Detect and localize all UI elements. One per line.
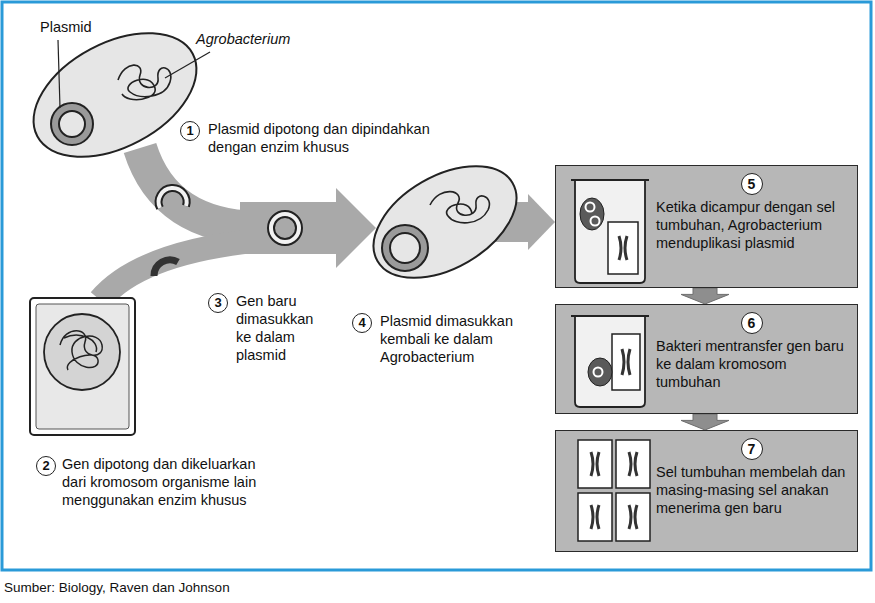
agrobacterium-cell-2-part	[430, 192, 489, 223]
donor-cell-part	[30, 298, 135, 435]
agrobacterium-cell-part	[55, 107, 89, 141]
beaker-6	[571, 316, 649, 407]
dividing-cells	[578, 440, 650, 541]
donor-cell-part	[44, 314, 120, 390]
beaker-5-part	[591, 217, 600, 226]
dividing-cells-part	[591, 452, 637, 529]
box-backgrounds	[555, 165, 858, 552]
beaker-6-part	[575, 316, 645, 407]
recombinant-plasmid-part	[271, 214, 299, 242]
beaker-6-part	[594, 368, 603, 377]
gene-fragment	[154, 260, 178, 276]
agrobacterium-cell-2-part	[386, 229, 424, 267]
frame-part	[2, 2, 871, 570]
cut-plasmid	[159, 188, 187, 208]
step-text: Sel tumbuhan membelah dan masing-masing …	[656, 463, 847, 517]
dividing-cells-part	[616, 440, 650, 488]
dividing-cells-part	[578, 440, 612, 488]
agrobacterium-cell-2	[354, 143, 535, 301]
flow-arrow	[681, 414, 729, 430]
donor-cell-part	[36, 304, 129, 429]
leader-lines	[58, 40, 210, 108]
gene-fragment-part	[154, 260, 178, 276]
beaker-5-part	[575, 180, 645, 283]
donor-cell-part	[60, 331, 102, 370]
beaker-5-part	[586, 203, 595, 212]
agrobacterium-cell-part	[118, 65, 171, 100]
frame	[2, 2, 871, 570]
flow-arrows-part	[528, 194, 555, 250]
step-box: 7Sel tumbuhan membelah dan masing-masing…	[555, 430, 858, 552]
agrobacterium-cell-2-part	[354, 143, 535, 301]
beaker-6-part	[612, 334, 640, 390]
step-text: Ketika dicampur dengan sel tumbuhan, Agr…	[656, 198, 847, 252]
recombinant-plasmid-part	[271, 214, 299, 242]
leader-lines-part	[58, 40, 60, 108]
beaker-6-part	[588, 358, 612, 386]
box-backgrounds-part	[555, 430, 858, 552]
cut-plasmid-part	[159, 188, 187, 208]
step-text: Gen baru dimasukkan ke dalam plasmid	[236, 292, 331, 365]
dividing-cells-part	[578, 493, 612, 541]
agrobacterium-cell	[13, 8, 217, 182]
step-text: Gen dipotong dan dikeluarkan dari kromos…	[62, 455, 282, 509]
cut-plasmid-part	[159, 188, 187, 208]
agrobacterium-cell-part	[13, 8, 217, 182]
agrobacterium-cell-part	[55, 107, 89, 141]
donor-cell	[30, 298, 135, 435]
flow-arrow	[681, 288, 729, 304]
beaker-6-part	[622, 349, 630, 375]
beaker-6-part	[571, 315, 649, 317]
leader-lines-part	[165, 52, 210, 78]
beaker-5-part	[608, 222, 638, 274]
part-label: Plasmid	[40, 18, 92, 36]
flow-arrows-part	[100, 240, 262, 300]
step-text: Plasmid dipotong dan dipindahkan dengan …	[208, 120, 448, 156]
callout-number: 7	[741, 438, 763, 460]
flow-arrows-part	[240, 202, 338, 254]
callout-number: 2	[36, 456, 56, 476]
recombinant-plasmid	[271, 214, 299, 242]
beaker-5-part	[571, 179, 649, 181]
callout-number: 6	[741, 312, 763, 334]
box-backgrounds-part	[555, 304, 858, 414]
step-text: Plasmid dimasukkan kembali ke dalam Agro…	[380, 312, 545, 366]
beaker-5-part	[619, 236, 627, 260]
beaker-5-part	[580, 198, 604, 230]
flow-arrows-part	[336, 188, 376, 268]
callout-number: 5	[741, 173, 763, 195]
callout-number: 1	[180, 121, 200, 141]
step-text: Bakteri mentransfer gen baru ke dalam kr…	[656, 337, 847, 391]
step-box: 5Ketika dicampur dengan sel tumbuhan, Ag…	[555, 165, 858, 288]
part-label: Agrobacterium	[196, 30, 290, 48]
source-caption: Sumber: Biology, Raven dan Johnson	[4, 580, 230, 595]
box-backgrounds-part	[555, 165, 858, 288]
dividing-cells-part	[616, 493, 650, 541]
step-box: 6Bakteri mentransfer gen baru ke dalam k…	[555, 304, 858, 414]
beaker-5	[571, 180, 649, 283]
agrobacterium-cell-2-part	[386, 229, 424, 267]
callout-number: 4	[352, 313, 372, 333]
callout-number: 3	[208, 293, 228, 313]
